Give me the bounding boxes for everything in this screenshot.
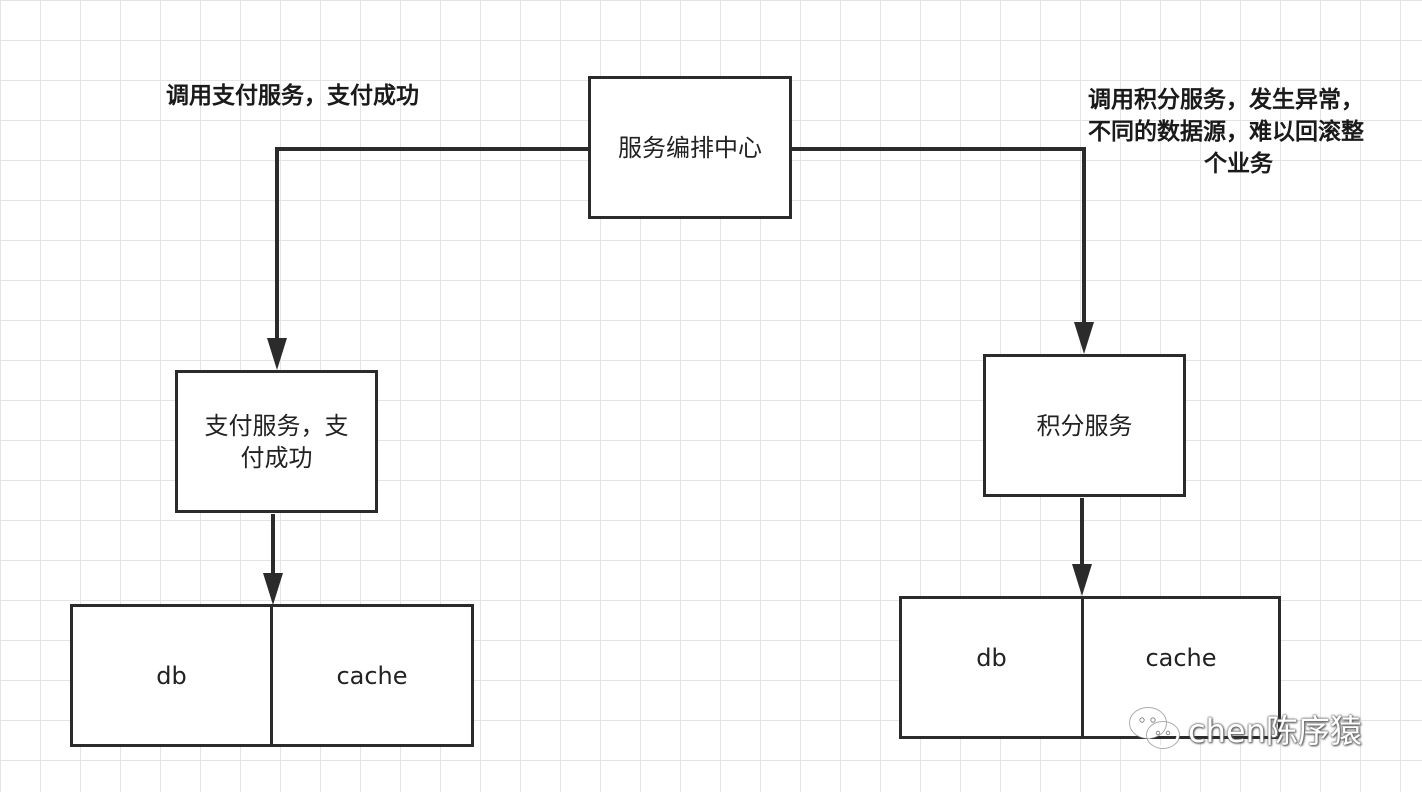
orchestrator-box: 服务编排中心	[588, 76, 792, 219]
connector-to-points	[792, 147, 1086, 324]
connector-to-payment	[275, 147, 588, 340]
left-cache-cell: cache	[273, 607, 471, 744]
right-db-label: db	[976, 643, 1007, 672]
left-storage-box: db cache	[70, 604, 474, 747]
payment-service-line-2: 付成功	[240, 443, 313, 472]
arrowhead-to-points	[1074, 322, 1094, 354]
right-annotation: 调用积分服务，发生异常， 不同的数据源，难以回滚整 个业务	[1088, 84, 1402, 180]
right-annotation-line-2: 不同的数据源，难以回滚整	[1088, 119, 1364, 145]
left-cache-label: cache	[336, 661, 408, 690]
arrowhead-to-left-storage	[263, 573, 283, 605]
right-cache-cell: cache	[1084, 599, 1278, 736]
orchestrator-label: 服务编排中心	[618, 133, 762, 162]
arrowhead-to-payment	[267, 338, 287, 370]
wechat-icon	[1129, 707, 1180, 749]
points-service-box: 积分服务	[983, 354, 1186, 497]
left-annotation: 调用支付服务，支付成功	[166, 80, 419, 112]
watermark-text: chen陈序猿	[1188, 712, 1362, 750]
right-cache-label: cache	[1145, 643, 1217, 672]
left-annotation-text: 调用支付服务，支付成功	[166, 83, 419, 109]
right-annotation-line-3: 个业务	[1204, 151, 1273, 177]
left-db-label: db	[156, 661, 187, 690]
right-annotation-line-1: 调用积分服务，发生异常，	[1088, 87, 1364, 113]
right-storage-box: db cache	[899, 596, 1281, 739]
arrowhead-to-right-storage	[1072, 564, 1092, 596]
watermark: chen陈序猿	[1128, 706, 1362, 752]
left-db-cell: db	[73, 607, 273, 744]
payment-service-box: 支付服务，支 付成功	[175, 370, 378, 513]
payment-service-line-1: 支付服务，支	[204, 411, 349, 440]
points-service-label: 积分服务	[1036, 411, 1133, 440]
right-db-cell: db	[902, 599, 1084, 736]
